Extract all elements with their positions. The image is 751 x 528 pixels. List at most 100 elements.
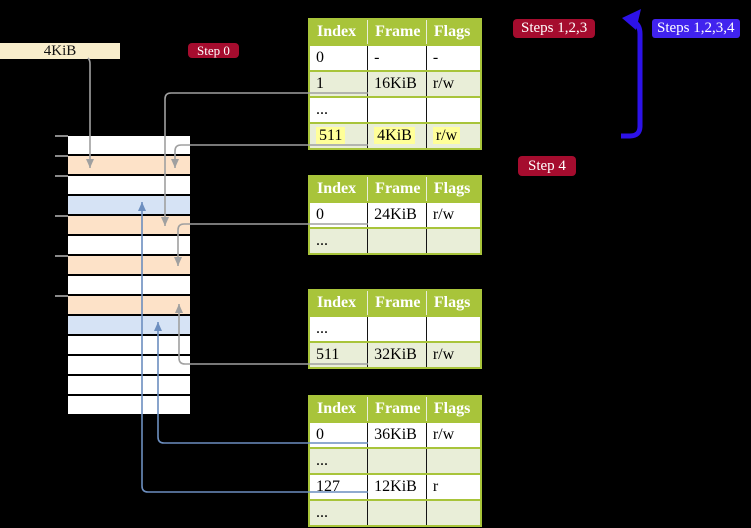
table-cell: ...: [309, 315, 369, 342]
column-header: Flags: [426, 290, 481, 316]
table-cell: r: [426, 473, 481, 500]
table-cell: 127: [309, 473, 369, 500]
step-4-badge: Step 4: [518, 156, 576, 176]
memory-row-free: [68, 136, 190, 154]
table-row: ...: [309, 227, 481, 254]
column-header: Flags: [426, 19, 481, 45]
steps-123-badge: Steps 1,2,3: [513, 19, 596, 38]
column-header: Frame: [367, 290, 427, 316]
memory-row-free: [68, 276, 190, 294]
table-cell: 511: [309, 341, 369, 368]
highlighted-value: r/w: [432, 127, 461, 144]
table-cell: r/w: [426, 341, 481, 368]
memory-strip: [68, 136, 190, 416]
column-header: Flags: [426, 396, 481, 422]
table-cell: 4KiB: [367, 122, 427, 149]
column-header: Frame: [367, 176, 427, 202]
table-cell: [367, 227, 427, 254]
table-cell: 0: [309, 44, 369, 71]
table-cell: 511: [309, 122, 369, 149]
table-cell: [367, 499, 427, 526]
table-cell: 0: [309, 201, 369, 228]
address-tick: [55, 215, 68, 217]
column-header: Index: [309, 176, 369, 202]
column-header: Index: [309, 290, 369, 316]
recursion-arrow-head: [622, 9, 641, 30]
address-tick: [55, 155, 68, 157]
memory-row-page_table: [68, 156, 190, 174]
table-cell: 16KiB: [367, 70, 427, 97]
memory-row-free: [68, 176, 190, 194]
memory-row-free: [68, 336, 190, 354]
column-header: Index: [309, 396, 369, 422]
table-cell: 32KiB: [367, 341, 427, 368]
table-cell: [426, 96, 481, 123]
table-cell: [426, 499, 481, 526]
recursion-arrow-shaft: [621, 19, 643, 139]
table-cell: 0: [309, 421, 369, 448]
table-row: 0--: [309, 44, 481, 71]
table-cell: ...: [309, 499, 369, 526]
address-tick: [55, 135, 68, 137]
table-row: ...: [309, 96, 481, 123]
memory-row-free: [68, 396, 190, 414]
table-cell: ...: [309, 447, 369, 474]
table-cell: r/w: [426, 201, 481, 228]
table-cell: r/w: [426, 70, 481, 97]
table-cell: [367, 447, 427, 474]
highlighted-value: 4KiB: [374, 127, 415, 144]
memory-row-page_table: [68, 256, 190, 274]
column-header: Flags: [426, 176, 481, 202]
table-cell: 12KiB: [367, 473, 427, 500]
table-cell: -: [426, 44, 481, 71]
memory-row-page_table: [68, 296, 190, 314]
steps-1234-badge: Steps 1,2,3,4: [652, 19, 740, 38]
highlighted-value: 511: [316, 127, 346, 144]
table-cell: ...: [309, 227, 369, 254]
step-0-badge: Step 0: [188, 43, 239, 58]
address-tick: [55, 295, 68, 297]
column-header: Index: [309, 19, 369, 45]
table-cell: ...: [309, 96, 369, 123]
memory-row-mapped_page: [68, 316, 190, 334]
frame-address-label: 4KiB: [0, 43, 120, 59]
table-cell: 24KiB: [367, 201, 427, 228]
table-cell: r/w: [426, 122, 481, 149]
table-cell: -: [367, 44, 427, 71]
table-row: 511 4KiB r/w: [309, 122, 481, 149]
table-cell: [367, 315, 427, 342]
address-tick: [55, 175, 68, 177]
table-row: ...: [309, 499, 481, 526]
table-cell: 36KiB: [367, 421, 427, 448]
table-cell: r/w: [426, 421, 481, 448]
memory-row-free: [68, 236, 190, 254]
table-cell: [367, 96, 427, 123]
memory-row-free: [68, 356, 190, 374]
table-cell: 1: [309, 70, 369, 97]
column-header: Frame: [367, 19, 427, 45]
table-row: ...: [309, 315, 481, 342]
table-cell: [426, 447, 481, 474]
memory-row-page_table: [68, 216, 190, 234]
column-header: Frame: [367, 396, 427, 422]
table-cell: [426, 315, 481, 342]
memory-row-free: [68, 376, 190, 394]
